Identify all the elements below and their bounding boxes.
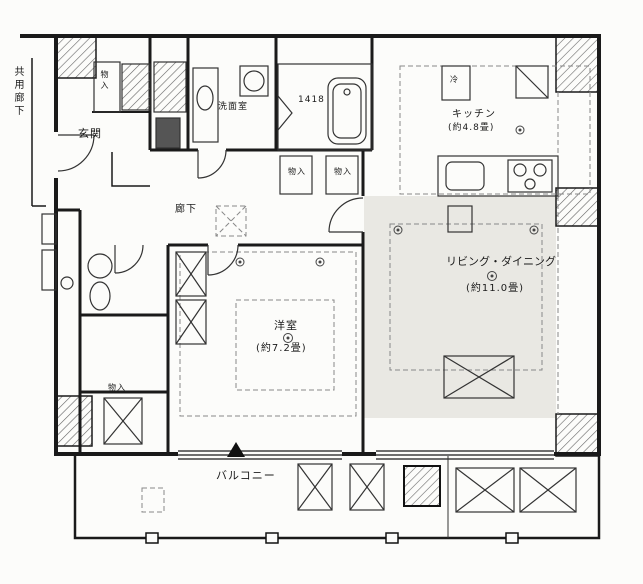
storage-3-label: 物入 [334,167,352,176]
kitchen-label: キッチン [452,109,496,120]
doors [57,95,364,276]
common-corridor-label: 共用廊下 [12,66,23,118]
bedroom-label: 洋室 [274,319,298,332]
storage-2-label: 物入 [288,167,306,176]
storage-4-label: 物入 [108,383,126,392]
balcony-label: バルコニー [216,469,276,482]
light-symbols [235,125,539,343]
dashed-ceiling-guides [141,65,591,513]
fixtures [41,61,559,445]
living-size-label: (約11.0畳) [466,283,525,294]
bath-size-label: 1418 [298,95,325,105]
room-fills [364,196,556,418]
living-label: リビング・ダイニング [446,255,556,268]
washroom-label: 洗面室 [218,102,249,112]
windows [178,450,554,460]
entrance-opening [50,132,60,178]
pillars [55,35,600,457]
fridge-label: 冷 [450,75,459,84]
corridor-label: 廊下 [175,204,197,215]
balcony-elements [145,442,577,544]
entrance-label: 玄関 [78,127,102,140]
kitchen-size-label: (約4.8畳) [448,123,495,133]
storage-1-label: 物入 [100,70,109,92]
bedroom-size-label: (約7.2畳) [256,343,307,354]
